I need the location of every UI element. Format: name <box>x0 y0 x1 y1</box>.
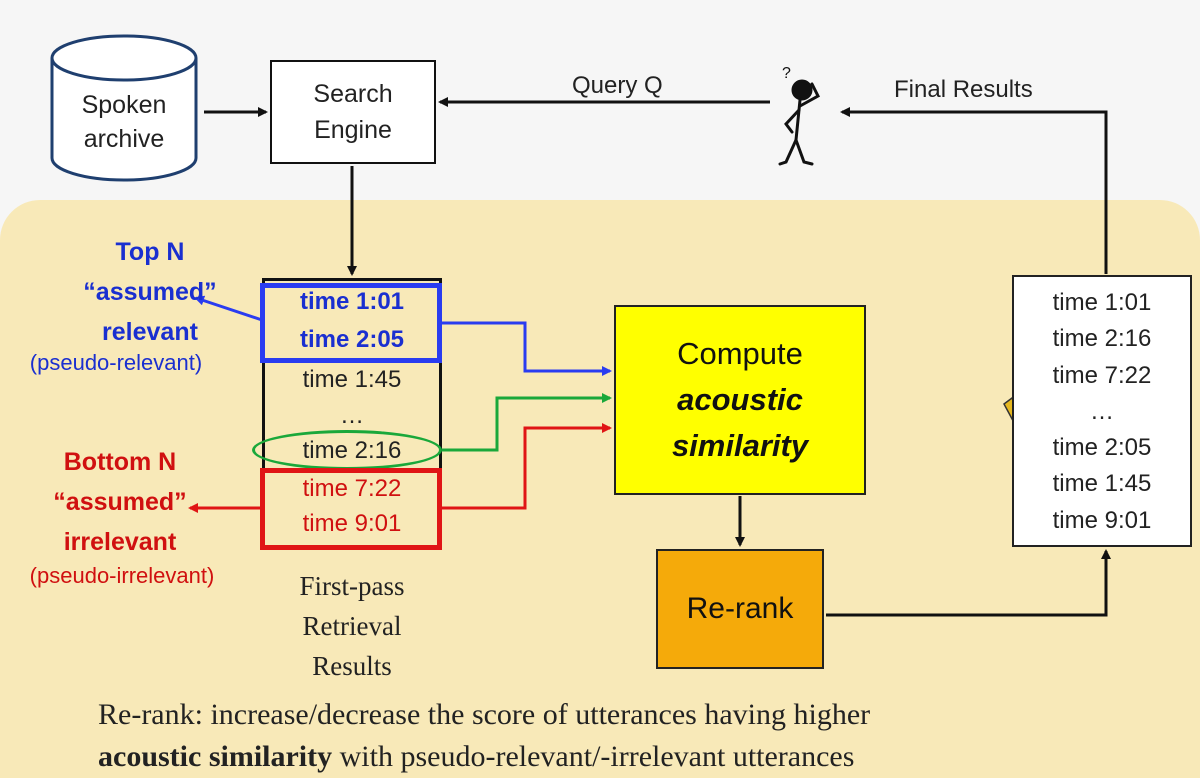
caption-line1: Re-rank: increase/decrease the score of … <box>98 698 871 731</box>
bottom-n-label: Bottom N “assumed” irrelevant <box>40 442 200 562</box>
caption-bold: acoustic similarity <box>98 740 333 773</box>
first-pass-line1: First-pass <box>299 571 405 601</box>
compute-line1: Compute <box>677 336 803 371</box>
pseudo-relevant-label: (pseudo-relevant) <box>29 350 203 375</box>
first-pass-line3: Results <box>312 651 392 681</box>
bottom-n-line3: irrelevant <box>63 528 177 556</box>
bottom-n-line1: Bottom N <box>63 448 177 476</box>
caption-line2: acoustic similarity with pseudo-relevant… <box>98 736 1178 778</box>
final-results-box: time 1:01 time 2:16 time 7:22 … time 2:0… <box>1012 275 1192 547</box>
final-row: time 1:01 <box>1052 289 1152 316</box>
top-n-highlight-box <box>260 283 442 363</box>
arrow-irrelevant-to-compute <box>442 423 612 510</box>
compute-similarity-box: Compute acoustic similarity <box>614 305 866 495</box>
first-pass-caption: First-pass Retrieval Results <box>262 566 442 686</box>
first-pass-line2: Retrieval <box>302 611 402 641</box>
compute-line2: acoustic <box>677 382 803 417</box>
result-row-ellipsis: … <box>340 402 364 429</box>
final-results-label: Final Results <box>894 76 1033 103</box>
query-label: Query Q <box>572 72 663 99</box>
thinking-person-icon: ? <box>778 65 820 166</box>
final-row: time 9:01 <box>1052 506 1152 534</box>
first-pass-results-column <box>262 278 442 546</box>
search-engine-line2: Engine <box>314 116 392 144</box>
result-row: time 1:45 <box>302 366 402 393</box>
final-row: time 2:16 <box>1052 325 1152 353</box>
final-row: time 1:45 <box>1052 470 1152 498</box>
arrow-final-to-user <box>840 107 1108 274</box>
result-row: time 1:01 <box>299 288 405 315</box>
archive-line1: Spoken <box>81 91 167 119</box>
rerank-label: Re-rank <box>686 592 794 625</box>
search-engine-line1: Search <box>313 80 393 108</box>
arrow-relevant-to-compute <box>442 321 612 376</box>
search-engine-box: Search Engine <box>270 60 436 164</box>
database-cylinder-icon <box>50 34 198 182</box>
result-row: time 7:22 <box>302 475 402 502</box>
final-row: time 7:22 <box>1052 361 1152 389</box>
archive-line2: archive <box>83 125 165 153</box>
svg-text:?: ? <box>782 65 791 82</box>
result-row: time 2:05 <box>299 326 405 353</box>
caption-rest: with pseudo-relevant/-irrelevant utteran… <box>332 740 855 773</box>
top-n-line1: Top N <box>115 238 185 266</box>
result-row: time 9:01 <box>302 510 402 537</box>
bottom-n-line2: “assumed” <box>53 488 187 516</box>
bottom-n-highlight-box <box>260 468 442 550</box>
pseudo-irrelevant-label: (pseudo-irrelevant) <box>29 563 215 588</box>
top-n-label: Top N “assumed” relevant <box>80 232 220 352</box>
top-n-line2: “assumed” <box>83 278 217 306</box>
final-row: time 2:05 <box>1052 434 1152 462</box>
arrow-rerank-to-final <box>826 549 1111 617</box>
arrow-green-to-compute <box>442 393 612 452</box>
final-row-ellipsis: … <box>1090 397 1114 425</box>
slide-caption: Re-rank: increase/decrease the score of … <box>98 694 1178 778</box>
top-n-line3: relevant <box>102 318 198 346</box>
green-oval-highlight <box>252 430 442 470</box>
rerank-box: Re-rank <box>656 549 824 669</box>
arrow-to-top-label <box>194 295 263 322</box>
spoken-archive-label: Spoken archive <box>50 88 198 156</box>
compute-line3: similarity <box>671 428 809 463</box>
